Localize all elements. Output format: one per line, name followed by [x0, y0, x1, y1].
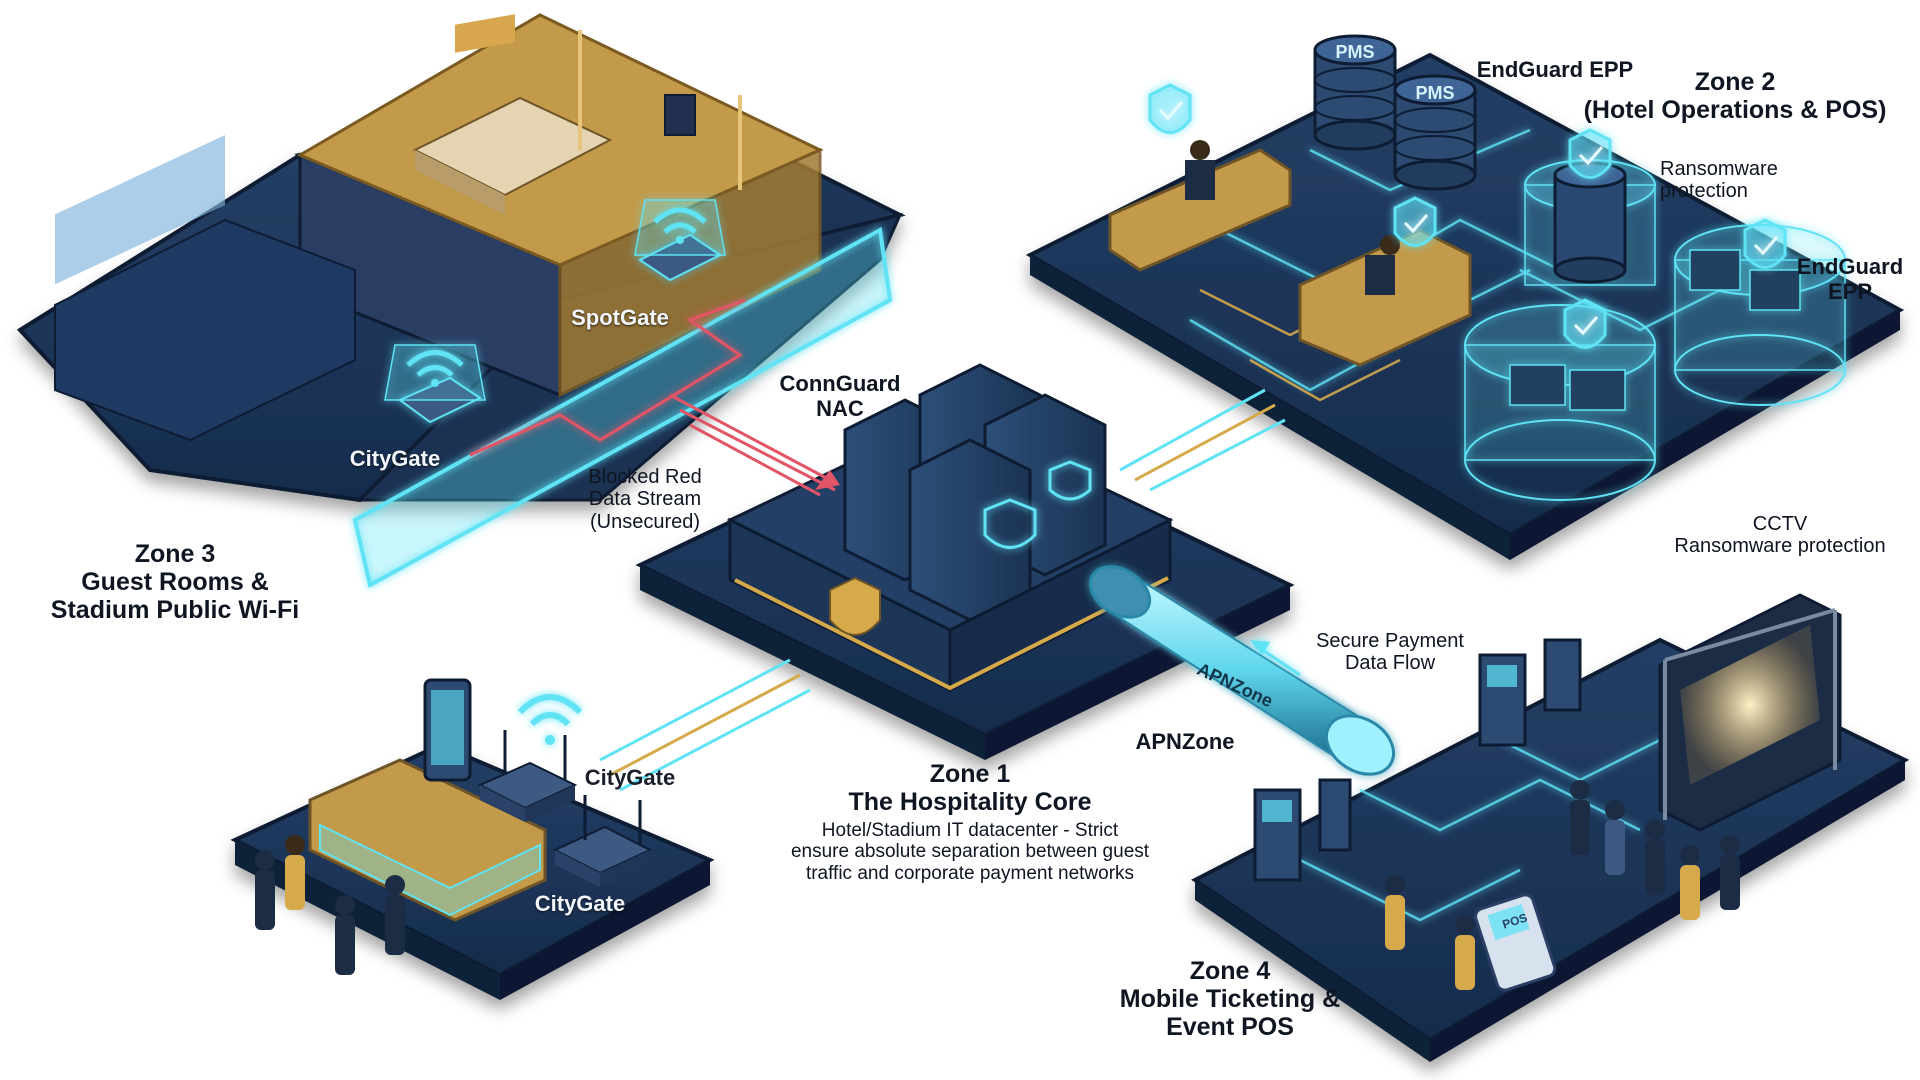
apnzone-tube: [1088, 565, 1395, 776]
core-shield-icon: [983, 460, 1092, 549]
cctv-line1: CCTV: [1752, 513, 1808, 535]
pms-database-2: [1393, 74, 1477, 191]
stadium-seating: [54, 135, 356, 442]
zone2-title-line1: Zone 2: [1694, 68, 1776, 96]
citygate-label-zone3: CityGate: [349, 446, 441, 471]
blocked-line3: (Unsecured): [589, 510, 701, 533]
zone3-glow-wall: [352, 226, 893, 589]
zone4-title-line3: Event POS: [1166, 1013, 1294, 1041]
shield-check-icon: [1148, 83, 1192, 134]
zone3-title-line1: Zone 3: [134, 540, 216, 568]
connguard-line1: ConnGuard: [779, 371, 901, 396]
zone2-title: Zone 2 (Hotel Operations & POS): [1575, 68, 1895, 124]
ticket-kiosks: [1253, 638, 1582, 882]
citygate-label-lobby-top: CityGate: [584, 765, 676, 790]
pms-label-1: PMS: [1335, 42, 1375, 62]
shield-check-icon: [1743, 218, 1787, 269]
zone4-title-line2: Mobile Ticketing &: [1119, 985, 1341, 1013]
apnzone-label: APNZone: [1135, 729, 1235, 754]
ransomware-line1: Ransomware: [1660, 158, 1778, 180]
blocked-line1: Blocked Red: [588, 466, 702, 488]
blocked-red-stream: [669, 393, 840, 497]
zone2-title-line2: (Hotel Operations & POS): [1583, 96, 1887, 124]
zone4-title-line1: Zone 4: [1189, 957, 1271, 985]
cctv-line2: Ransomware protection: [1674, 535, 1886, 558]
zone1-description: Hotel/Stadium IT datacenter - Strict ens…: [740, 820, 1200, 884]
shield-check-icon: [1568, 128, 1612, 179]
zone1-desc-line3: traffic and corporate payment networks: [805, 862, 1135, 884]
zone4-title: Zone 4 Mobile Ticketing & Event POS: [1090, 957, 1370, 1041]
endguard-right-label: EndGuard EPP: [1790, 254, 1910, 304]
link-core-zone2: [1119, 388, 1286, 492]
cctv-label: CCTV Ransomware protection: [1660, 513, 1900, 558]
citygate-router-zone3: [384, 344, 486, 424]
secure-payment-arrow: [1250, 640, 1301, 677]
pos-terminal: [1474, 893, 1557, 992]
secure-line2: Data Flow: [1344, 652, 1436, 675]
gold-shield-icon: [829, 576, 881, 636]
lobby-router-2: [552, 795, 653, 887]
connguard-line2: NAC: [816, 395, 864, 421]
pms-label-2: PMS: [1415, 83, 1455, 103]
secure-payment-label: Secure Payment Data Flow: [1295, 630, 1485, 675]
zone1-title-line1: Zone 1: [929, 760, 1011, 788]
blocked-stream-label: Blocked Red Data Stream (Unsecured): [570, 466, 720, 533]
lobby-people: [255, 835, 405, 975]
reception-desk-1: [1108, 140, 1292, 272]
endguard-top-label: EndGuard EPP: [1476, 57, 1634, 82]
zone3-title-line2: Guest Rooms &: [81, 568, 269, 596]
endguard-right-line2: EPP: [1827, 278, 1873, 304]
zone1-title-line2: The Hospitality Core: [848, 788, 1092, 816]
zone3-title: Zone 3 Guest Rooms & Stadium Public Wi-F…: [30, 540, 320, 624]
blocked-line2: Data Stream: [588, 488, 702, 511]
lobby-desk: [308, 758, 547, 922]
zone3-red-path: [469, 298, 746, 457]
ransomware-label: Ransomware protection: [1660, 158, 1820, 203]
zone1-desc-line1: Hotel/Stadium IT datacenter - Strict: [821, 820, 1119, 841]
connguard-nac-label: ConnGuard NAC: [770, 371, 910, 421]
stage: [1658, 593, 1842, 832]
zone3-title-line3: Stadium Public Wi-Fi: [50, 596, 300, 624]
lobby-wifi-icon: [517, 694, 583, 745]
spotgate-router: [634, 199, 726, 282]
spotgate-label: SpotGate: [571, 305, 669, 330]
cctv-station: [1464, 304, 1656, 501]
zone1-title: Zone 1 The Hospitality Core: [820, 760, 1120, 816]
lobby-router-1: [477, 730, 578, 822]
endguard-right-line1: EndGuard: [1796, 254, 1904, 279]
citygate-label-lobby-desk: CityGate: [534, 891, 626, 916]
shield-check-icon: [1393, 196, 1437, 247]
ransomware-database: [1524, 159, 1656, 286]
zone4-crowd: [1385, 780, 1740, 990]
secure-line1: Secure Payment: [1316, 630, 1464, 652]
ransomware-line2: protection: [1660, 180, 1748, 203]
shield-check-icon: [1563, 298, 1607, 349]
reception-desk-2: [1298, 228, 1472, 367]
phone-device: [423, 678, 472, 782]
link-core-lobby: [599, 658, 811, 792]
zone1-desc-line2: ensure absolute separation between guest: [790, 841, 1150, 863]
